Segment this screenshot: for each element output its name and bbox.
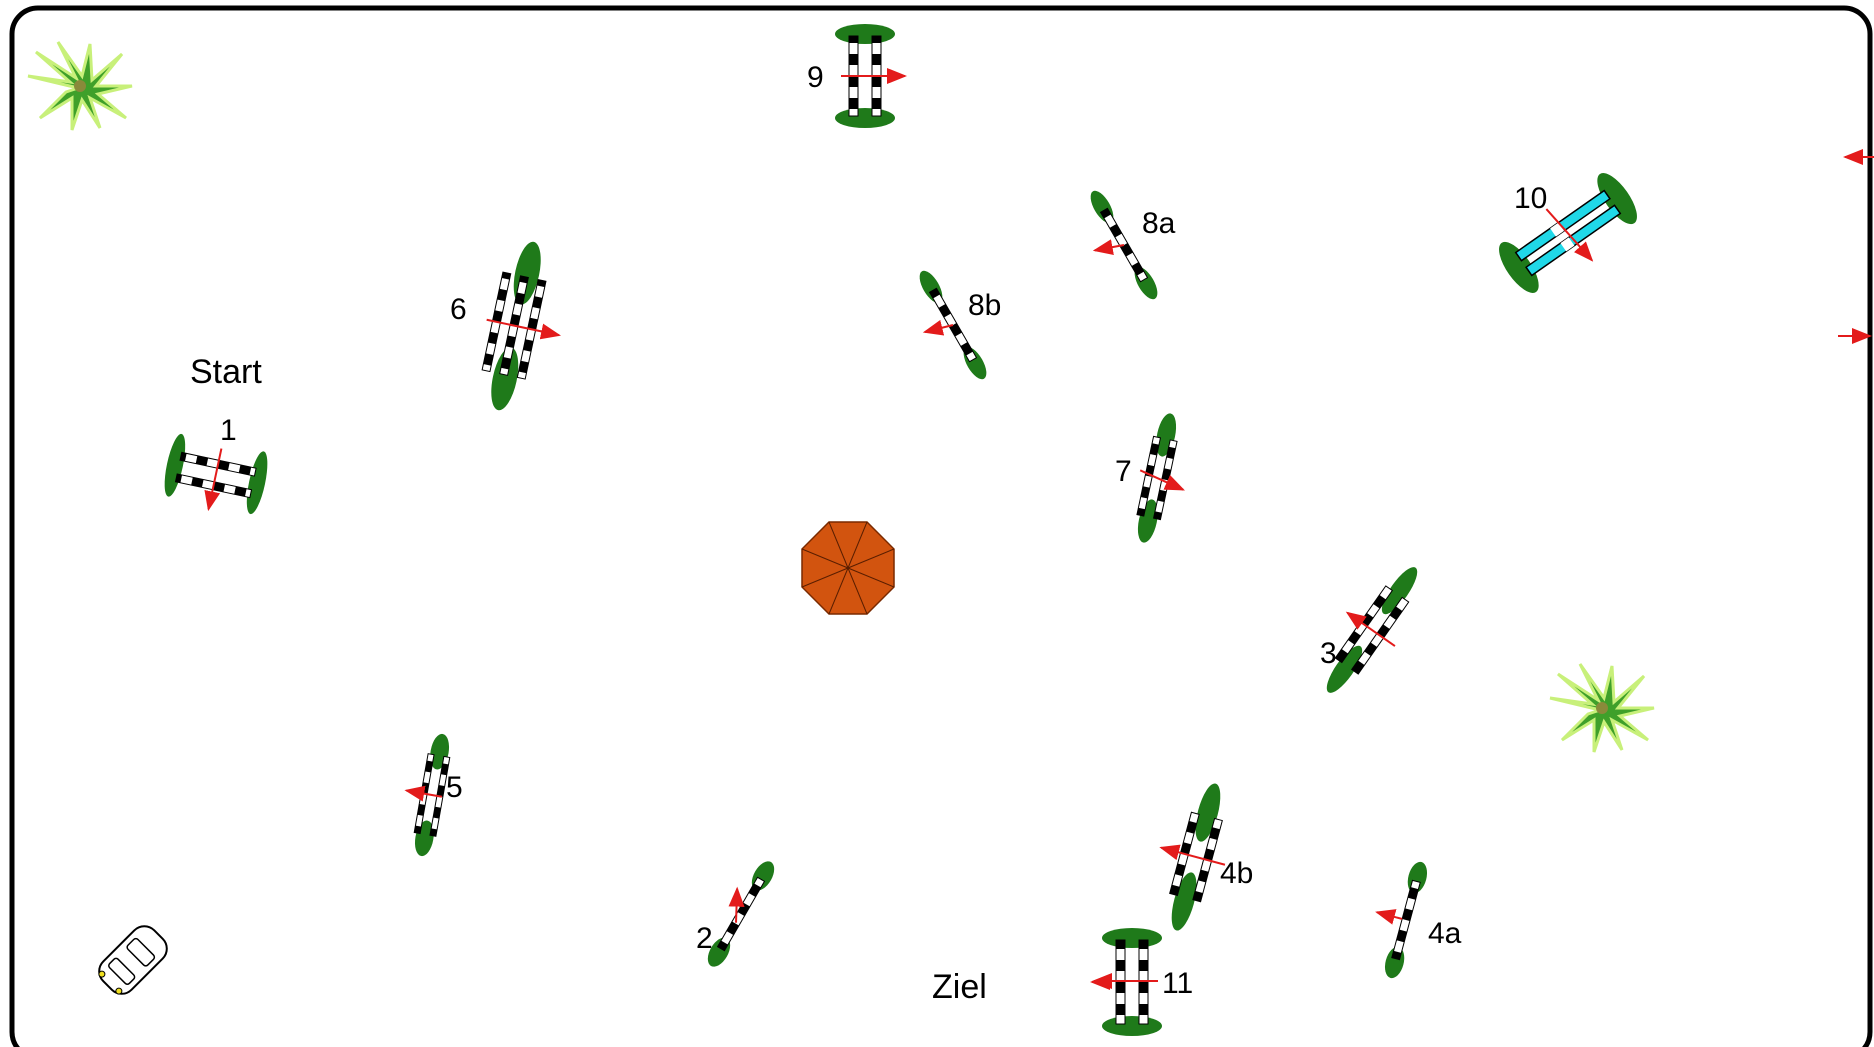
obstacle-label-8b: 8b <box>968 289 1001 322</box>
obstacle-label-5: 5 <box>446 771 463 804</box>
obstacle-2 <box>707 861 775 967</box>
obstacle-9 <box>835 24 907 128</box>
obstacle-label-7: 7 <box>1115 455 1132 488</box>
plant-icon <box>1549 663 1655 753</box>
obstacle-6 <box>481 241 561 411</box>
obstacle-8b <box>919 270 987 380</box>
obstacle-label-11: 11 <box>1162 967 1193 1000</box>
obstacle-10 <box>1499 173 1637 293</box>
obstacle-label-9: 9 <box>807 61 824 94</box>
arena-border <box>9 5 1873 1047</box>
obstacle-8a <box>1090 190 1158 300</box>
start-label: Start <box>190 353 262 391</box>
obstacle-7 <box>1136 413 1185 543</box>
obstacle-label-4b: 4b <box>1220 857 1253 890</box>
obstacle-4b <box>1159 783 1226 931</box>
obstacle-1 <box>164 433 268 515</box>
umbrella-icon <box>801 521 895 615</box>
plant-icon <box>27 41 133 131</box>
obstacle-label-8a: 8a <box>1142 207 1176 240</box>
obstacle-label-2: 2 <box>696 922 713 955</box>
obstacle-5 <box>404 733 451 857</box>
obstacle-label-1: 1 <box>220 414 237 447</box>
car-icon <box>98 925 168 995</box>
obstacle-3 <box>1326 567 1418 693</box>
obstacle-label-3: 3 <box>1320 637 1337 670</box>
obstacle-label-6: 6 <box>450 293 467 326</box>
obstacle-label-4a: 4a <box>1428 917 1462 950</box>
obstacle-label-10: 10 <box>1514 182 1547 215</box>
finish-label: Ziel <box>932 968 987 1006</box>
obstacle-4a <box>1375 861 1428 979</box>
